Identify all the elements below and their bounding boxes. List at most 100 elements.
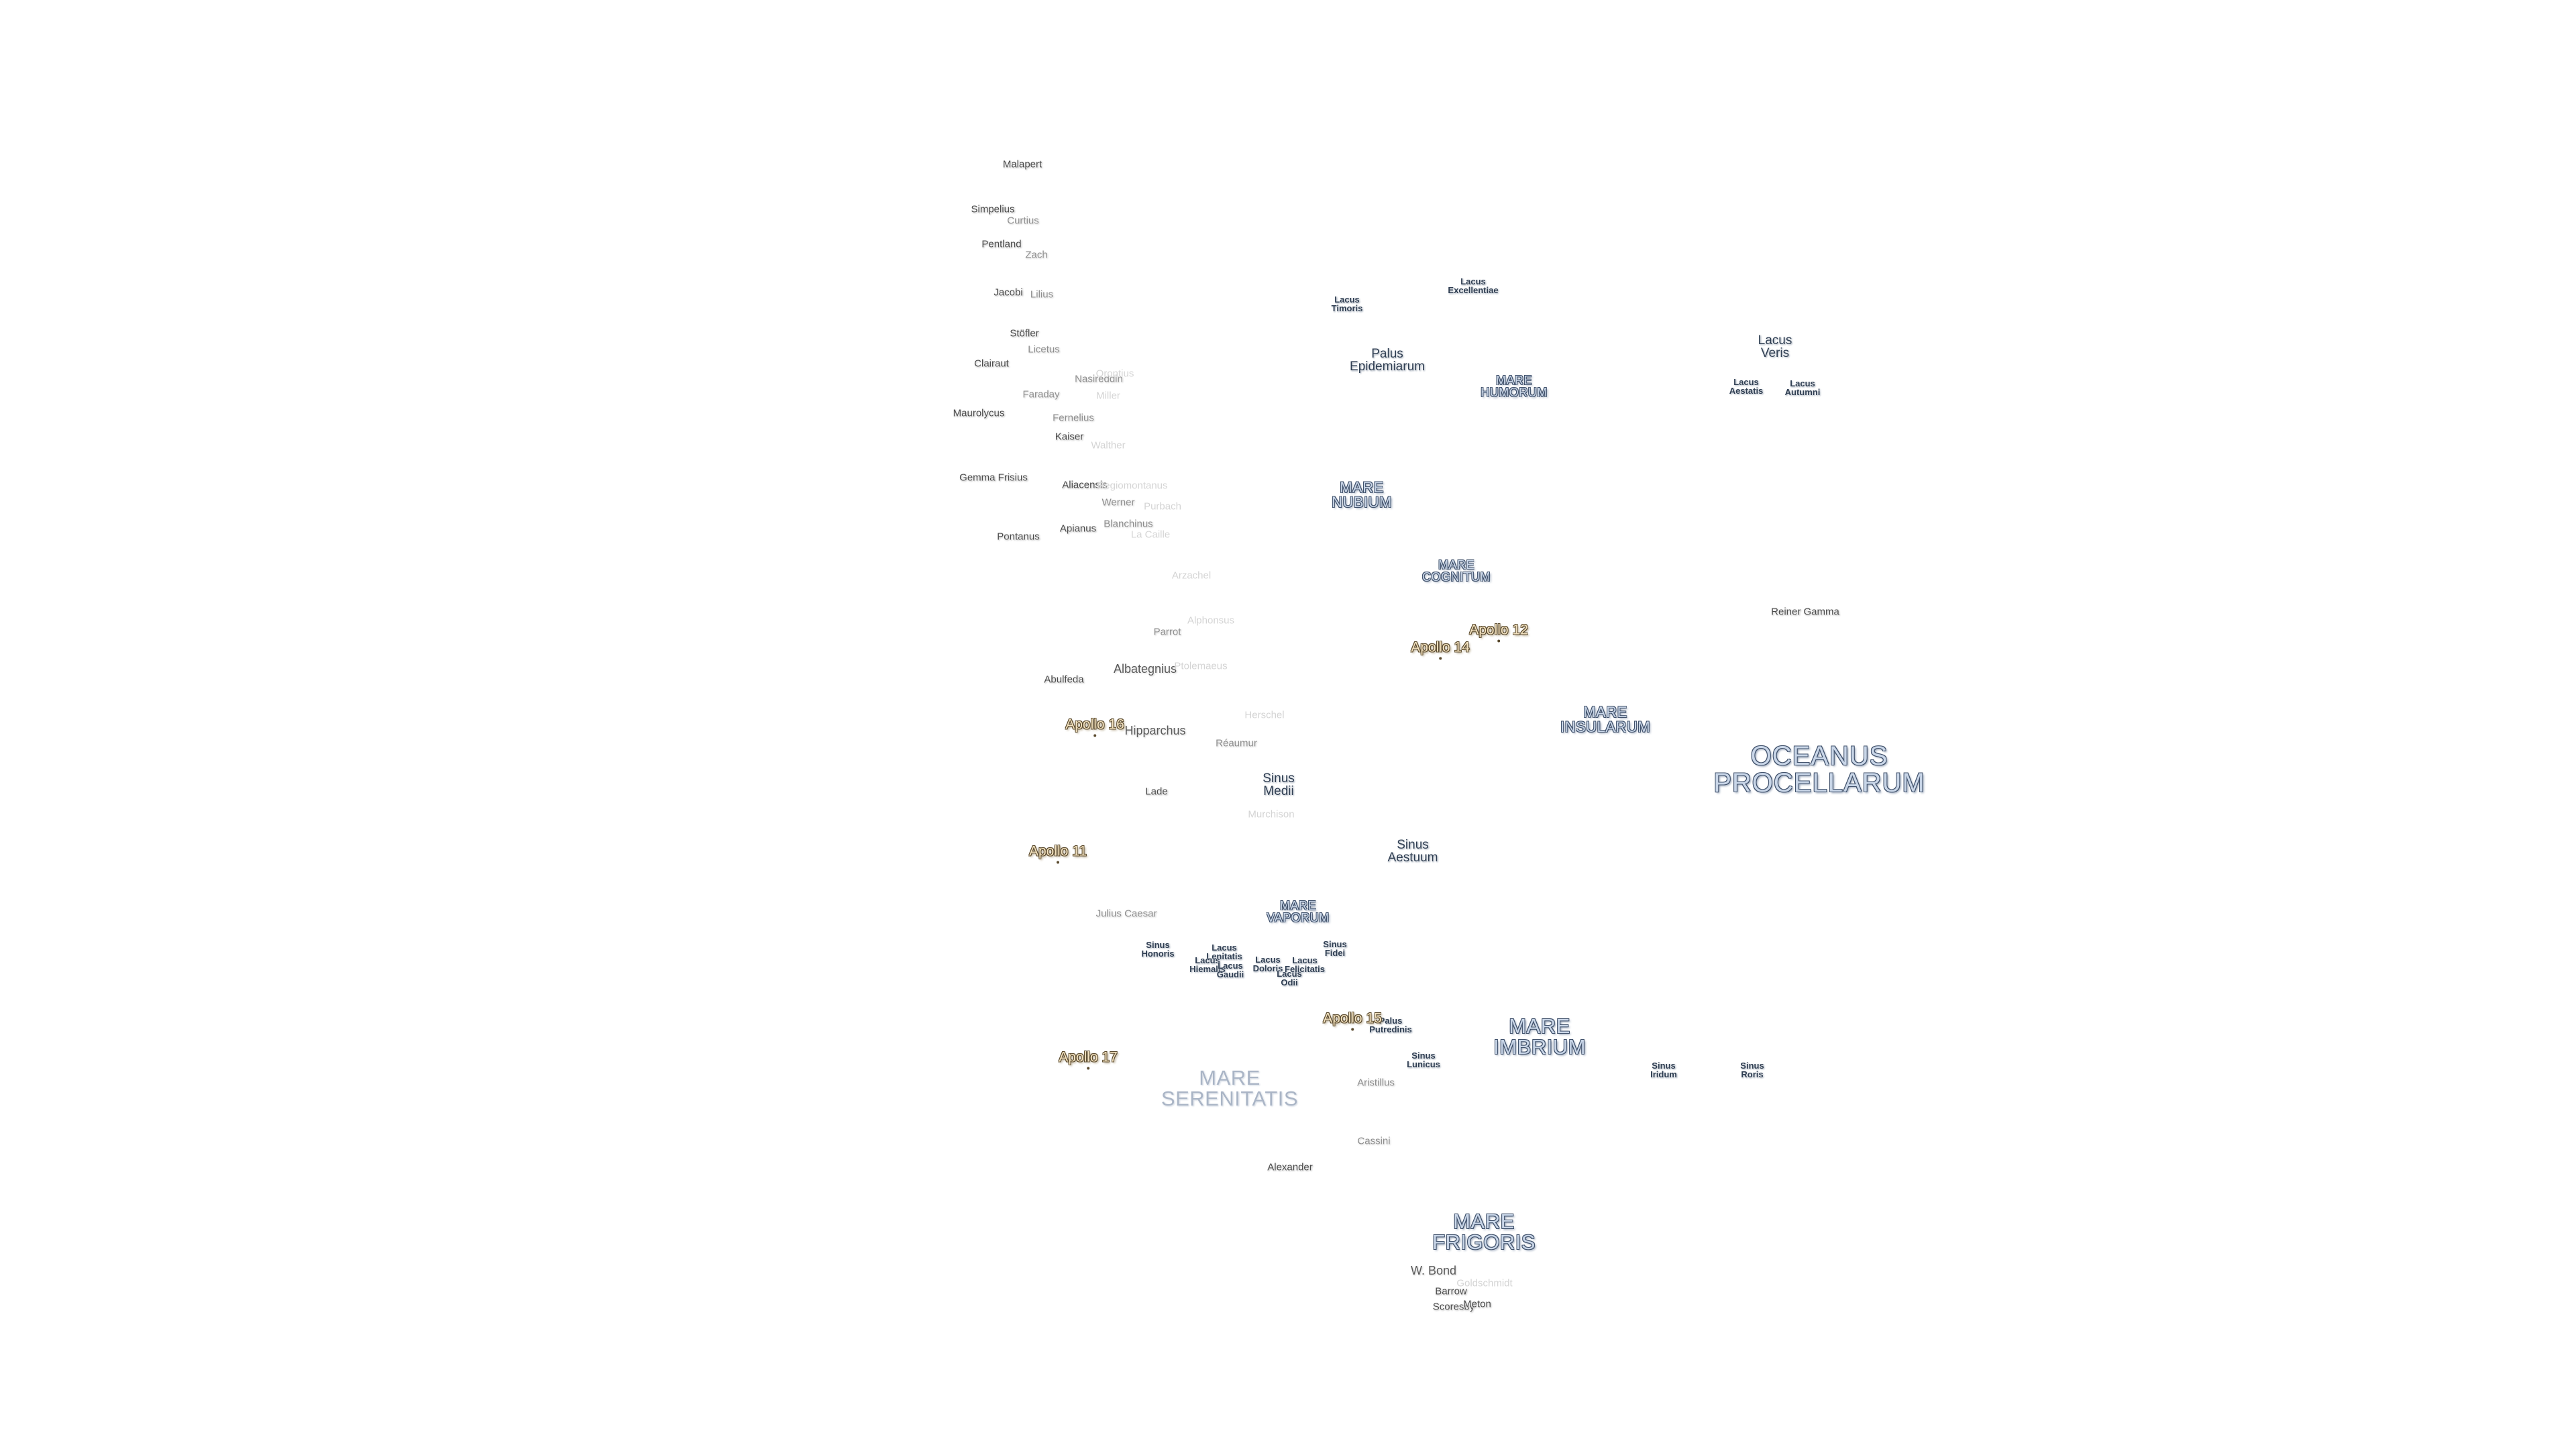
label-line: Arzachel xyxy=(1171,570,1212,582)
label-line: INSULARUM xyxy=(1560,718,1651,735)
label-line: Lacus xyxy=(1255,955,1281,965)
label-line: Sinus xyxy=(1652,1061,1676,1071)
label-line: Sinus xyxy=(1146,940,1170,950)
label-line: Réaumur xyxy=(1216,737,1257,749)
label-line: Simpelius xyxy=(971,203,1015,215)
crater-label-scoresby: Scoresby xyxy=(1433,1302,1475,1312)
label-line: Iridum xyxy=(1650,1069,1677,1079)
crater-label-hipparchus: Hipparchus xyxy=(1124,724,1185,737)
label-line: Werner xyxy=(1102,496,1135,508)
label-line: Maurolycus xyxy=(953,407,1005,419)
label-line: COGNITUM xyxy=(1422,570,1491,584)
apollo-label-apollo-11: Apollo 11 xyxy=(1028,843,1087,864)
label-line: Lacus xyxy=(1733,377,1759,387)
crater-label-blanchinus: Blanchinus xyxy=(1104,519,1152,529)
crater-label-orontius: Orontius xyxy=(1096,369,1134,379)
label-line: IMBRIUM xyxy=(1493,1035,1586,1059)
label-line: Aristillus xyxy=(1357,1077,1395,1089)
label-line: SERENITATIS xyxy=(1161,1087,1299,1110)
crater-label-lade: Lade xyxy=(1145,787,1167,797)
label-line: Jacobi xyxy=(994,286,1023,299)
label-line: Albategnius xyxy=(1113,662,1177,676)
crater-label-pontanus: Pontanus xyxy=(997,532,1039,542)
crater-label-julius-caesar: Julius Caesar xyxy=(1096,909,1157,919)
apollo-label-apollo-14: Apollo 14 xyxy=(1411,641,1470,660)
label-line: Lacus xyxy=(1277,969,1302,979)
label-line: Lacus xyxy=(1195,955,1220,965)
label-line: Pentland xyxy=(981,238,1022,250)
crater-label-aristillus: Aristillus xyxy=(1357,1078,1395,1088)
crater-label-maurolycus: Maurolycus xyxy=(953,409,1005,419)
crater-label-barrow: Barrow xyxy=(1435,1287,1467,1297)
label-line: FRIGORIS xyxy=(1432,1230,1536,1254)
label-line: W. Bond xyxy=(1410,1264,1457,1277)
label-line: Alphonsus xyxy=(1187,614,1235,627)
crater-label-walther: Walther xyxy=(1091,441,1125,451)
label-line: Goldschmidt xyxy=(1456,1277,1513,1289)
label-line: OCEANUS xyxy=(1750,741,1888,771)
label-line: Lenitatis xyxy=(1206,951,1242,961)
label-line: MARE xyxy=(1583,704,1627,720)
apollo-label-apollo-15: Apollo 15 xyxy=(1323,1010,1382,1031)
crater-label-kaiser: Kaiser xyxy=(1055,432,1084,442)
label-line: Aliacensis xyxy=(1062,479,1108,491)
crater-label-abulfeda: Abulfeda xyxy=(1044,675,1083,685)
label-line: Sinus xyxy=(1263,771,1295,786)
label-line: Kaiser xyxy=(1055,431,1084,443)
label-line: MARE xyxy=(1340,479,1384,496)
crater-label-albategnius: Albategnius xyxy=(1114,663,1177,675)
label-line: La Caille xyxy=(1130,529,1171,541)
label-line: Lacus xyxy=(1334,294,1360,305)
label-line: Licetus xyxy=(1028,343,1060,356)
label-line: Lacus xyxy=(1460,276,1486,286)
label-line: Timoris xyxy=(1331,303,1363,313)
label-line: Gemma Frisius xyxy=(959,472,1028,484)
label-line: Apollo 15 xyxy=(1323,1010,1382,1026)
label-line: Fidei xyxy=(1324,948,1346,958)
apollo-label-apollo-17: Apollo 17 xyxy=(1059,1051,1118,1070)
crater-label-w-bond: W. Bond xyxy=(1411,1265,1456,1277)
label-line: Lunicus xyxy=(1407,1059,1440,1069)
crater-label-cassini: Cassini xyxy=(1357,1136,1390,1146)
label-line: Putredinis xyxy=(1369,1024,1412,1034)
crater-label-aliacensis: Aliacensis xyxy=(1062,480,1108,490)
label-line: Clairaut xyxy=(974,358,1009,370)
label-line: Sinus xyxy=(1411,1051,1436,1061)
label-line: Apollo 11 xyxy=(1028,843,1087,859)
label-line: Meton xyxy=(1463,1298,1491,1310)
label-line: Pontanus xyxy=(997,531,1040,543)
label-line: Murchison xyxy=(1248,808,1295,820)
label-line: MARE xyxy=(1453,1210,1515,1233)
label-line: Epidemiarum xyxy=(1350,360,1425,374)
crater-label-fernelius: Fernelius xyxy=(1053,413,1094,423)
label-line: Aestuum xyxy=(1387,851,1438,865)
crater-label-purbach: Purbach xyxy=(1144,502,1181,512)
label-line: Miller xyxy=(1096,390,1120,402)
crater-label-werner: Werner xyxy=(1102,498,1135,508)
label-line: Scoresby xyxy=(1432,1301,1475,1313)
crater-label-ptolemaeus: Ptolemaeus xyxy=(1174,661,1227,672)
crater-label-licetus: Licetus xyxy=(1028,345,1060,355)
label-line: NUBIUM xyxy=(1332,494,1392,511)
label-line: Nasireddin xyxy=(1075,373,1123,385)
label-line: MARE xyxy=(1438,558,1474,572)
crater-label-simpelius: Simpelius xyxy=(971,205,1014,215)
